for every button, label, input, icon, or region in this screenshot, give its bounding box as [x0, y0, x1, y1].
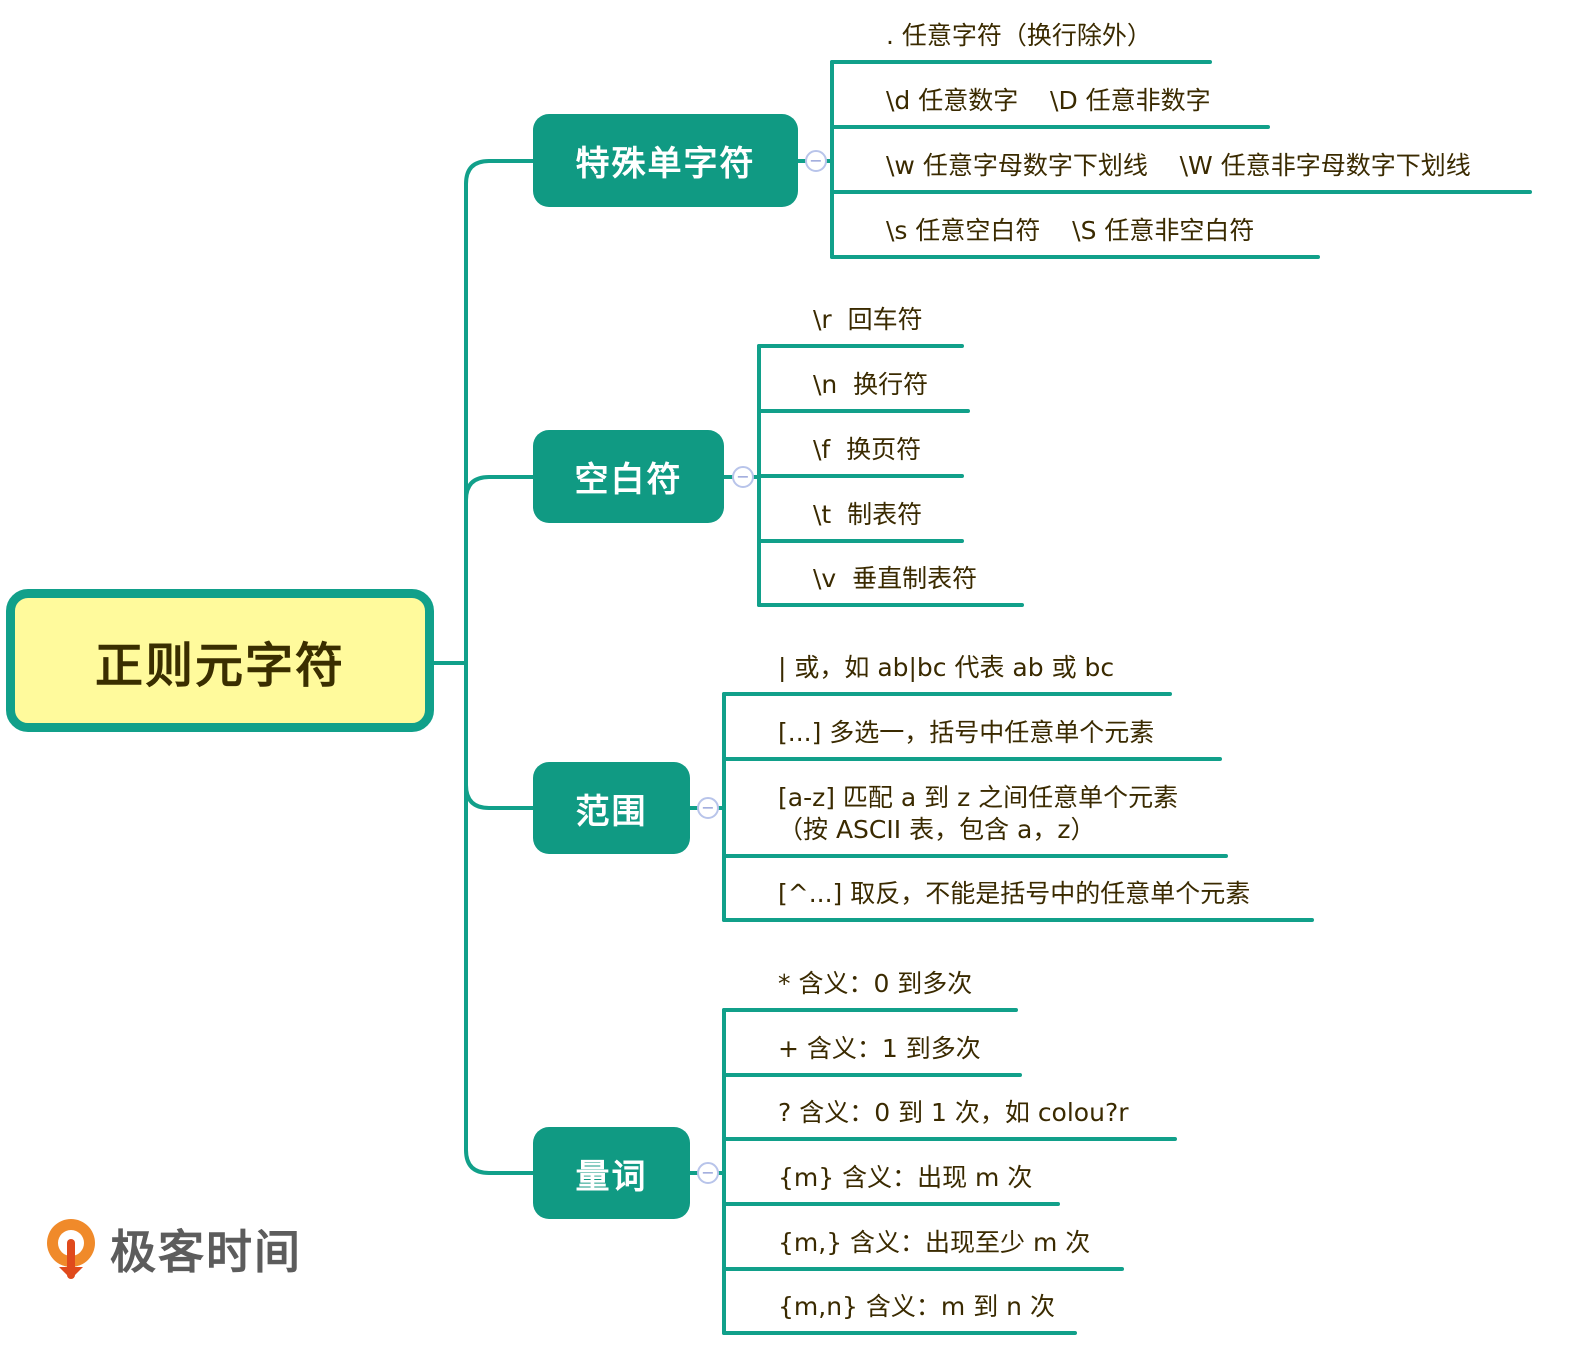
leaf-item: \f 换页符	[813, 435, 922, 464]
leaf-item: \v 垂直制表符	[813, 564, 978, 593]
branch-label: 特殊单字符	[575, 144, 756, 184]
leaf-item: [a-z] 匹配 a 到 z 之间任意单个元素 （按 ASCII 表，包含 a，…	[778, 783, 1179, 844]
leaf-item: \w 任意字母数字下划线 \W 任意非字母数字下划线	[886, 151, 1471, 180]
branch-special-chars[interactable]: 特殊单字符	[533, 114, 798, 207]
collapse-icon[interactable]: −	[697, 1162, 719, 1184]
collapse-icon[interactable]: −	[805, 150, 827, 172]
leaf-item: {m,} 含义：出现至少 m 次	[778, 1228, 1091, 1257]
branch-label: 空白符	[574, 460, 683, 500]
leaf-item: {m,n} 含义：m 到 n 次	[778, 1292, 1055, 1321]
leaf-item: * 含义：0 到多次	[778, 969, 973, 998]
leaf-item: \d 任意数字 \D 任意非数字	[886, 86, 1211, 115]
geektime-logo-icon	[47, 1219, 95, 1279]
root-node[interactable]: 正则元字符	[6, 589, 434, 732]
collapse-icon[interactable]: −	[697, 797, 719, 819]
leaf-item: | 或，如 ab|bc 代表 ab 或 bc	[778, 653, 1115, 682]
leaf-item: . 任意字符（换行除外）	[886, 21, 1152, 50]
branch-label: 量词	[575, 1156, 648, 1197]
leaf-item: \r 回车符	[813, 305, 923, 334]
logo-text: 极客时间	[110, 1225, 302, 1279]
leaf-item: \t 制表符	[813, 500, 923, 529]
leaf-item: [^...] 取反，不能是括号中的任意单个元素	[778, 879, 1251, 908]
leaf-item: [...] 多选一，括号中任意单个元素	[778, 718, 1155, 747]
branch-range[interactable]: 范围	[533, 762, 690, 854]
branch-label: 范围	[575, 791, 648, 832]
leaf-item: + 含义：1 到多次	[778, 1034, 981, 1063]
leaf-item: {m} 含义：出现 m 次	[778, 1163, 1033, 1192]
leaf-item: \s 任意空白符 \S 任意非空白符	[886, 216, 1255, 245]
collapse-icon[interactable]: −	[732, 466, 754, 488]
leaf-item: ? 含义：0 到 1 次，如 colou?r	[778, 1098, 1129, 1127]
branch-quantifiers[interactable]: 量词	[533, 1127, 690, 1219]
geektime-logo: 极客时间	[42, 1214, 322, 1284]
root-label: 正则元字符	[94, 637, 345, 694]
leaf-item: \n 换行符	[813, 370, 929, 399]
branch-whitespace[interactable]: 空白符	[533, 430, 724, 523]
